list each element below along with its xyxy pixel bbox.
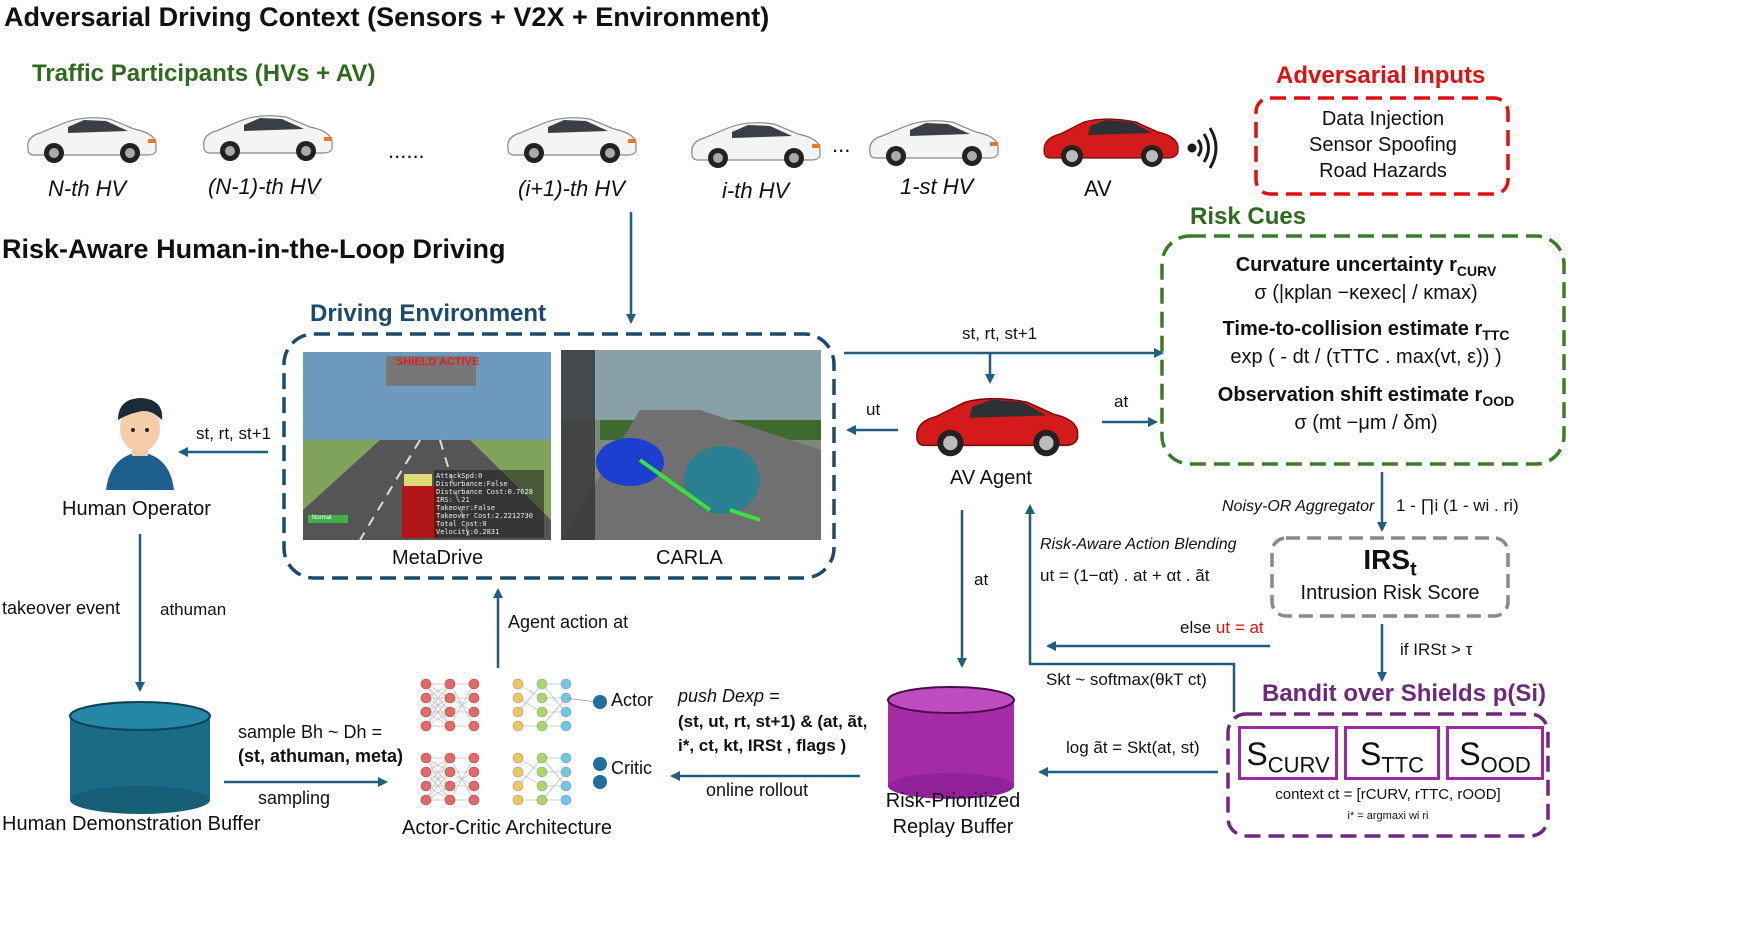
subtitle: Risk-Aware Human-in-the-Loop Driving [2, 234, 506, 264]
vehicle-label-1: (N-1)-th HV [208, 174, 321, 199]
human-operator-label: Human Operator [62, 498, 211, 520]
adversarial-item: Sensor Spoofing [1309, 134, 1457, 156]
else-label: else ut = at [1180, 618, 1264, 637]
wireless-signal-icon [1187, 127, 1218, 169]
curv-title: Curvature uncertainty rCURV [1235, 254, 1497, 279]
hv-car-icon [507, 117, 637, 164]
human-operator-icon [106, 398, 174, 490]
env-box [282, 332, 836, 580]
log-label: log ãt = Skt(at, st) [1066, 738, 1200, 757]
human-action-label: athuman [160, 600, 227, 619]
metadrive-label: MetaDrive [392, 547, 484, 569]
at-right-label: at [1114, 392, 1129, 411]
push-line-3: i*, ct, kt, IRSt , flags ) [678, 736, 847, 755]
env-heading: Driving Environment [310, 300, 547, 327]
ttc-title: Time-to-collision estimate rTTC [1222, 318, 1510, 343]
shield-curv: SCURV [1238, 726, 1338, 780]
carla-label: CARLA [656, 547, 723, 569]
critic-network-icon [420, 752, 607, 806]
flow-arrows [135, 212, 1387, 787]
human-obs-label: st, rt, st+1 [196, 424, 272, 443]
ellipsis: ...... [388, 138, 425, 163]
av-agent-car-icon [916, 397, 1079, 457]
hv-car-icon [869, 120, 999, 167]
replay-buffer-label-1: Risk-Prioritized [885, 790, 1021, 812]
irs-title: IRSt [1363, 544, 1417, 581]
shield-ood: SOOD [1446, 726, 1544, 780]
blending-label: Risk-Aware Action Blending [1040, 536, 1237, 553]
metadrive-screenshot [303, 352, 551, 541]
critic-label: Critic [611, 758, 652, 778]
adversarial-heading: Adversarial Inputs [1276, 62, 1486, 89]
actor-network-icon [420, 678, 607, 732]
av-car-icon [1043, 118, 1179, 168]
bandit-context: context ct = [rCURV, rTTC, rOOD] [1275, 786, 1501, 803]
replay-buffer-cylinder [887, 686, 1015, 799]
softmax-label: Skt ~ softmax(θkT ct) [1046, 670, 1207, 689]
human-buffer-cylinder [69, 701, 211, 814]
carla-screenshot [561, 350, 821, 540]
adversarial-box [1254, 96, 1510, 196]
ttc-formula: exp ( - dt / (τTTC . max(vt, ε)) ) [1230, 346, 1502, 368]
hv-car-icon [691, 122, 821, 169]
replay-buffer-label-2: Replay Buffer [892, 816, 1014, 838]
aggregator-label: Noisy-OR Aggregator [1222, 498, 1375, 515]
online-rollout-label: online rollout [706, 780, 809, 800]
shield-ttc: STTC [1344, 726, 1440, 780]
vehicle-label-3: i-th HV [722, 178, 790, 203]
hv-car-icon [27, 117, 157, 164]
blending-formula: ut = (1−αt) . at + αt . ãt [1040, 566, 1210, 585]
hv-car-icon [203, 115, 333, 162]
vehicle-label-4: 1-st HV [900, 174, 974, 199]
ellipsis: ... [832, 132, 851, 157]
bandit-istar: i* = argmaxi wi ri [1347, 810, 1429, 822]
takeover-label: takeover event [2, 598, 121, 618]
push-line-2: (st, ut, rt, st+1) & (at, ãt, [678, 712, 868, 731]
bandit-box [1226, 712, 1550, 838]
shield-banner: SHIELD ACTIVE [396, 356, 480, 368]
traffic-heading: Traffic Participants (HVs + AV) [32, 60, 376, 87]
human-buffer-label: Human Demonstration Buffer [2, 813, 261, 835]
normal-label: Normal [312, 515, 332, 521]
adversarial-item: Road Hazards [1319, 160, 1447, 182]
aggregator-formula: 1 - ∏i (1 - wi . ri) [1396, 496, 1519, 515]
risk-cues-heading: Risk Cues [1190, 203, 1307, 230]
vehicle-label-5: AV [1084, 176, 1112, 201]
ood-title: Observation shift estimate rOOD [1217, 384, 1515, 409]
irs-desc: Intrusion Risk Score [1300, 582, 1480, 604]
push-line-1: push Dexp = [678, 686, 780, 706]
irs-condition: if IRSt > τ [1400, 640, 1473, 659]
vehicle-label-0: N-th HV [48, 176, 127, 201]
irs-box [1270, 536, 1510, 618]
agent-obs-label: st, rt, st+1 [962, 324, 1038, 343]
ut-label: ut [866, 400, 881, 419]
av-agent-label: AV Agent [950, 467, 1032, 489]
sampling-label: sampling [258, 788, 331, 808]
curv-formula: σ (|κplan −κexec| / κmax) [1254, 282, 1478, 304]
main-title: Adversarial Driving Context (Sensors + V… [4, 2, 770, 32]
actor-critic-label: Actor-Critic Architecture [402, 817, 613, 839]
bandit-heading: Bandit over Shields p(Si) [1262, 680, 1547, 707]
agent-action-label: Agent action at [508, 612, 629, 632]
ood-formula: σ (mt −μm / δm) [1294, 412, 1438, 434]
sample-line-2: (st, athuman, meta) [238, 746, 404, 766]
at-down-label: at [974, 570, 989, 589]
vehicle-label-2: (i+1)-th HV [518, 176, 625, 201]
actor-label: Actor [611, 690, 654, 710]
adversarial-item: Data Injection [1321, 108, 1445, 130]
sample-line-1: sample Bh ~ Dh = [238, 722, 383, 742]
